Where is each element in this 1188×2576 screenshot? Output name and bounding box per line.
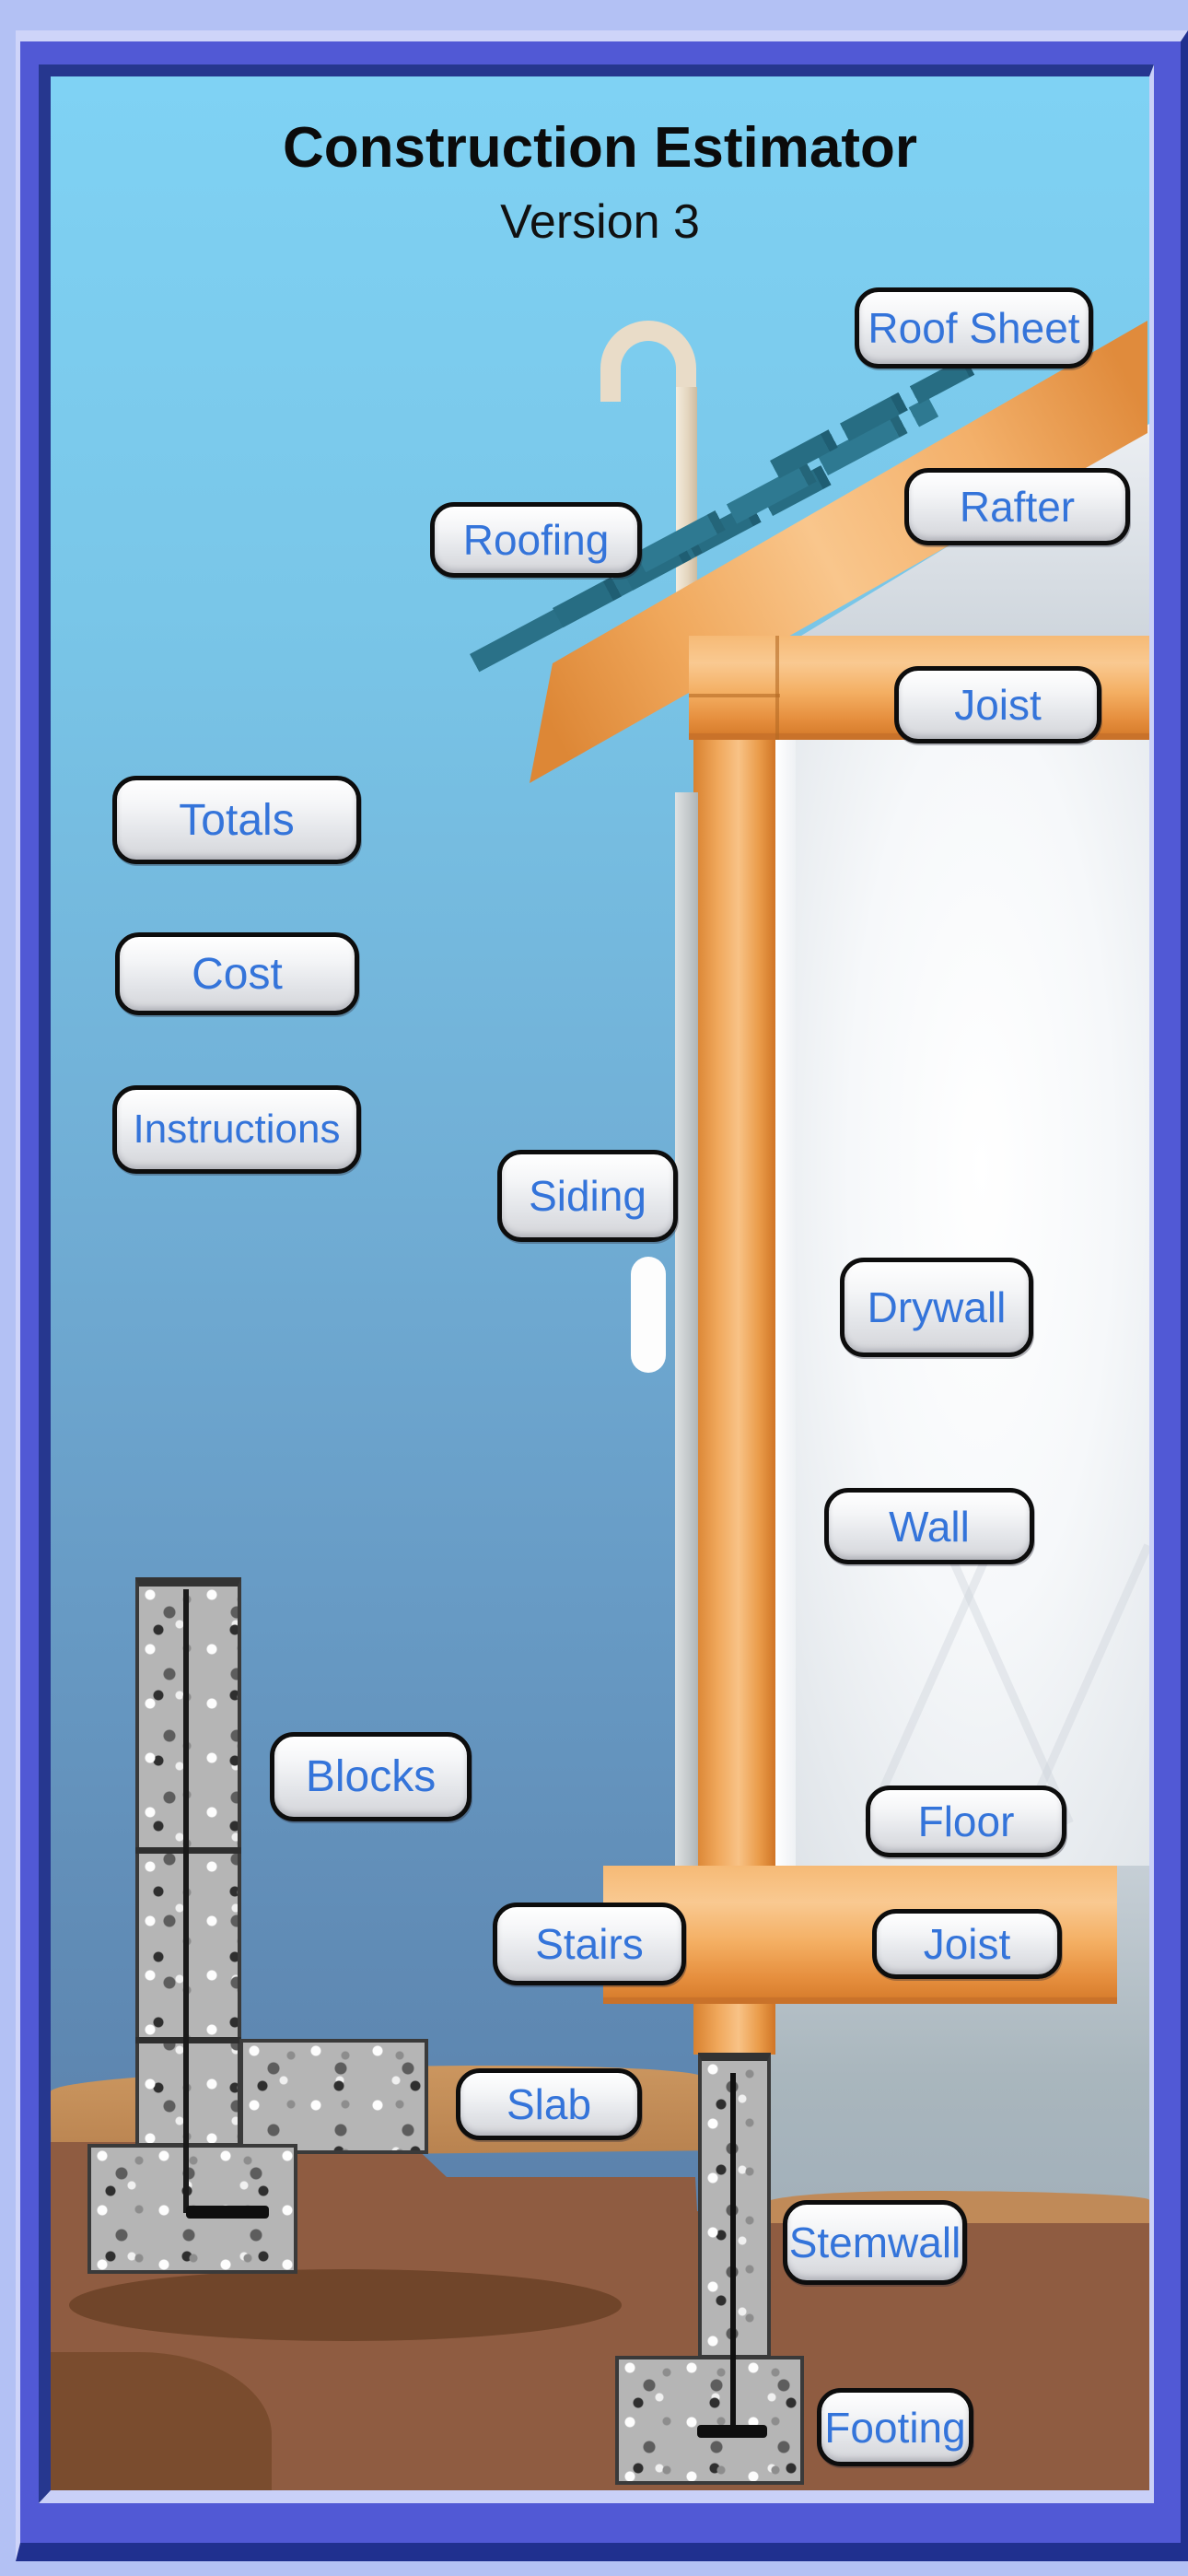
roof-sheet-button[interactable]: Roof Sheet xyxy=(855,287,1093,369)
joist-bottom-button-label: Joist xyxy=(923,1920,1011,1968)
app-content: Construction Estimator Version 3 Roof Sh… xyxy=(51,76,1149,2490)
joist-top-button-label: Joist xyxy=(954,681,1042,729)
roofing-button-label: Roofing xyxy=(462,516,610,564)
ground-shadow-graphic xyxy=(69,2269,622,2341)
drywall-edge-graphic xyxy=(775,740,796,1866)
rebar-graphic xyxy=(730,2073,736,2432)
top-plate-joint-graphic xyxy=(689,694,780,697)
siding-button[interactable]: Siding xyxy=(497,1150,678,1242)
window-frame-outer: Construction Estimator Version 3 Roof Sh… xyxy=(16,30,1188,2561)
blocks-button[interactable]: Blocks xyxy=(270,1732,472,1821)
rebar-graphic xyxy=(183,1589,189,2213)
instructions-button-label: Instructions xyxy=(133,1107,341,1152)
right-footing-graphic xyxy=(615,2356,804,2485)
window-frame-inner-bevel: Construction Estimator Version 3 Roof Sh… xyxy=(39,64,1154,2503)
totals-button[interactable]: Totals xyxy=(112,776,361,864)
drywall-button[interactable]: Drywall xyxy=(840,1258,1033,1357)
stemwall-button[interactable]: Stemwall xyxy=(783,2200,967,2285)
stairs-button-label: Stairs xyxy=(535,1920,644,1968)
footing-button-label: Footing xyxy=(824,2403,966,2452)
instructions-button[interactable]: Instructions xyxy=(112,1085,361,1174)
rafter-button-label: Rafter xyxy=(959,483,1076,531)
stairs-button[interactable]: Stairs xyxy=(493,1903,686,1985)
page-subtitle: Version 3 xyxy=(500,195,700,249)
wall-button[interactable]: Wall xyxy=(824,1488,1034,1564)
rebar-graphic xyxy=(697,2425,767,2438)
downspout-splash-graphic xyxy=(631,1257,666,1373)
window-frame-purple: Construction Estimator Version 3 Roof Sh… xyxy=(20,41,1181,2543)
wall-button-label: Wall xyxy=(889,1502,970,1551)
cost-button-label: Cost xyxy=(192,949,283,999)
footing-button[interactable]: Footing xyxy=(817,2388,973,2466)
roofing-button[interactable]: Roofing xyxy=(430,502,642,578)
joist-top-button[interactable]: Joist xyxy=(894,666,1101,744)
rebar-graphic xyxy=(186,2206,269,2219)
slab-block-graphic xyxy=(239,2039,428,2154)
top-plate-joint-graphic xyxy=(775,636,779,740)
slab-button[interactable]: Slab xyxy=(456,2068,642,2140)
siding-trim-graphic xyxy=(675,792,698,1866)
joist-bottom-button[interactable]: Joist xyxy=(872,1909,1062,1979)
totals-button-label: Totals xyxy=(179,795,295,845)
siding-button-label: Siding xyxy=(529,1172,646,1220)
roof-sheet-button-label: Roof Sheet xyxy=(868,304,1080,352)
page-title: Construction Estimator xyxy=(283,116,917,180)
wall-stud-graphic xyxy=(693,645,775,2055)
stemwall-button-label: Stemwall xyxy=(788,2219,961,2266)
floor-button[interactable]: Floor xyxy=(866,1786,1066,1857)
floor-button-label: Floor xyxy=(917,1797,1015,1845)
slab-button-label: Slab xyxy=(506,2080,592,2128)
rafter-button[interactable]: Rafter xyxy=(904,468,1130,545)
vent-pipe-graphic xyxy=(676,387,697,608)
drywall-button-label: Drywall xyxy=(867,1283,1007,1331)
cost-button[interactable]: Cost xyxy=(115,932,359,1015)
blocks-button-label: Blocks xyxy=(305,1752,437,1801)
